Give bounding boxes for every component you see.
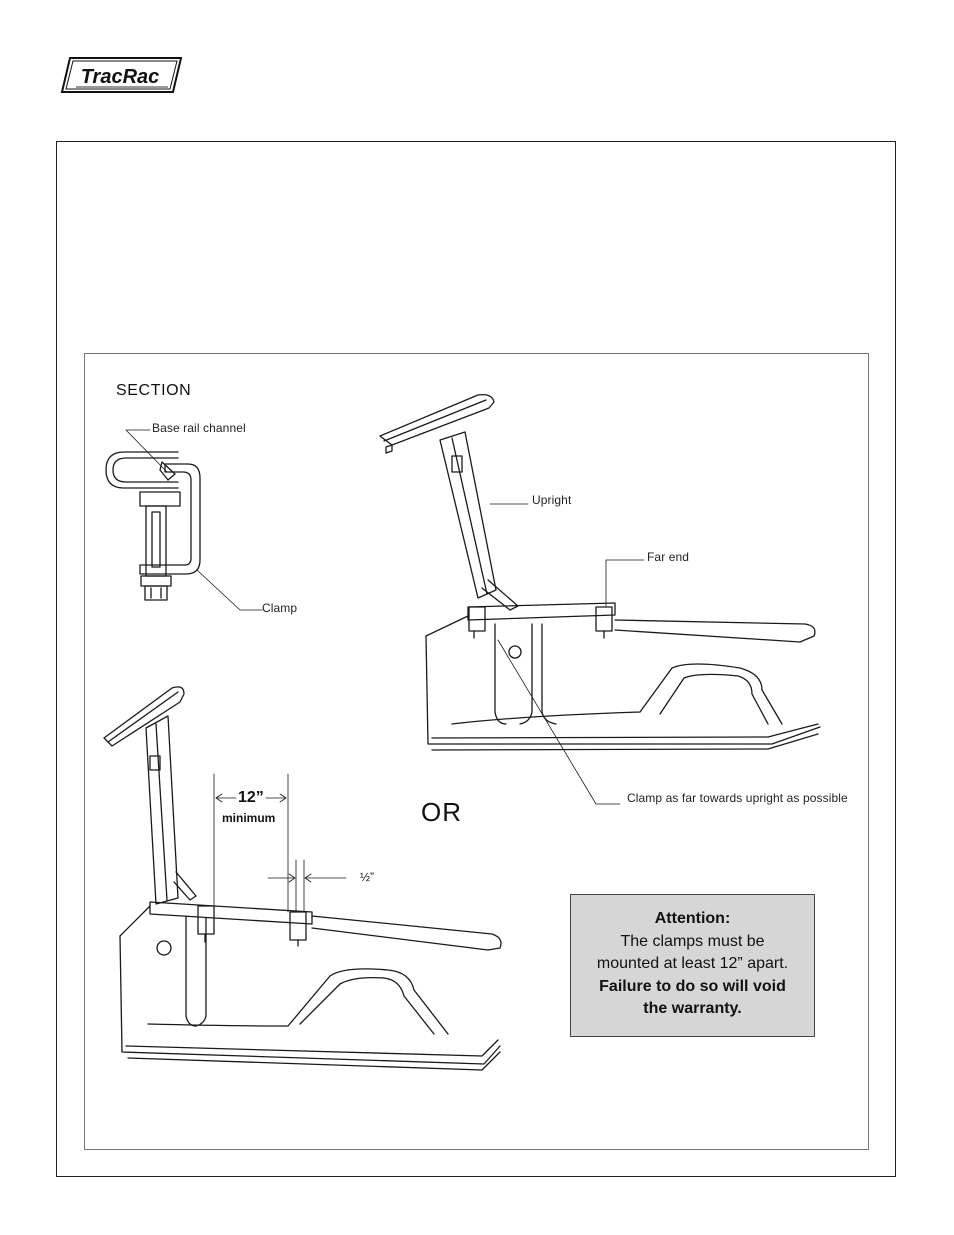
spacing-note: minimum [222, 811, 275, 825]
spacing-dimension: 12” [238, 789, 264, 807]
base-rail-channel-label: Base rail channel [152, 421, 246, 435]
clamp-position-label: Clamp as far towards upright as possible [627, 791, 848, 805]
attention-line-2: mounted at least 12” apart. [571, 953, 814, 976]
section-label: SECTION [116, 382, 191, 400]
attention-box: Attention: The clamps must be mounted at… [570, 894, 815, 1037]
attention-line-1: The clamps must be [571, 931, 814, 954]
or-label: OR [421, 797, 462, 828]
attention-title: Attention: [571, 908, 814, 931]
dimension-lines [214, 774, 346, 912]
upright-label: Upright [532, 493, 571, 507]
clamp-section-drawing [106, 452, 200, 600]
clamp-label: Clamp [262, 601, 297, 615]
far-end-label: Far end [647, 550, 689, 564]
rack-drawing-top [380, 395, 820, 750]
offset-dimension: ½” [360, 870, 374, 884]
attention-warning-1: Failure to do so will void [571, 976, 814, 999]
attention-warning-2: the warranty. [571, 998, 814, 1021]
